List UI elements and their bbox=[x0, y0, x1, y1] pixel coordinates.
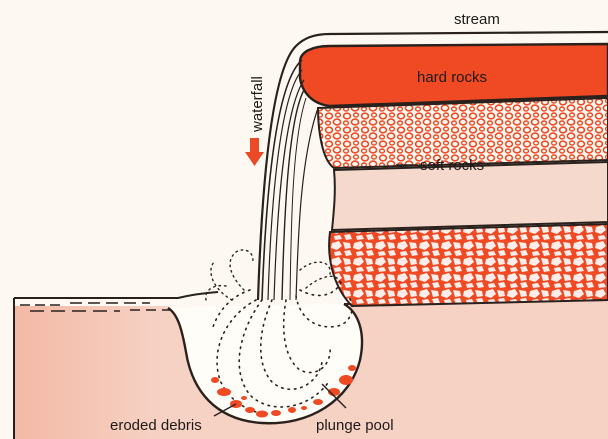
hard-rocks-label: hard rocks bbox=[417, 69, 487, 86]
eroded-debris-label: eroded debris bbox=[110, 417, 202, 434]
soft-rocks-label: soft rocks bbox=[420, 157, 484, 174]
down-arrow-icon bbox=[245, 138, 264, 166]
spray bbox=[206, 250, 340, 300]
stream-label: stream bbox=[454, 11, 500, 28]
waterfall-label: waterfall bbox=[249, 76, 266, 133]
plunge-pool-label: plunge pool bbox=[316, 417, 394, 434]
cobble-rock-layer bbox=[329, 224, 608, 306]
